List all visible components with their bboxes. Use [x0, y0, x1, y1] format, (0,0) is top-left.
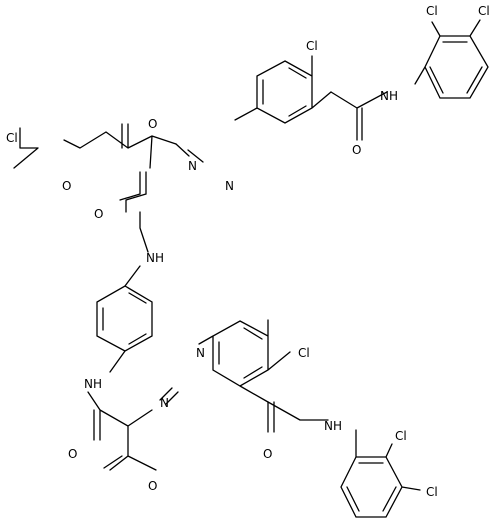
- ring-a-bonds: [414, 19, 489, 99]
- atom-o-ether: O: [62, 179, 71, 193]
- atom-n-3: N: [160, 396, 169, 410]
- atom-o-6: O: [263, 447, 272, 461]
- amide-upper-bonds: [119, 171, 149, 253]
- atom-labels: Cl Cl Cl NH O N N O Cl O O NH NH N N Cl …: [6, 4, 490, 499]
- atom-cl-2: Cl: [478, 4, 490, 18]
- atom-o-1: O: [352, 143, 361, 157]
- atom-cl-6: Cl: [395, 429, 407, 443]
- atom-o-5: O: [148, 479, 157, 493]
- amide-lower-bonds: [267, 401, 329, 433]
- atom-cl-5: Cl: [298, 346, 310, 360]
- ring-e-bonds: [340, 429, 421, 518]
- atom-cl-3: Cl: [306, 39, 318, 53]
- atom-cl-4: Cl: [6, 131, 18, 145]
- bonds: [13, 19, 489, 518]
- amide-a-bonds: [330, 91, 388, 141]
- atom-cl-1: Cl: [426, 4, 438, 18]
- atom-nh-3: NH: [84, 377, 102, 391]
- atom-nh-2: NH: [146, 251, 164, 265]
- upper-chain-bonds: [13, 123, 177, 169]
- azo-upper-bonds: [175, 143, 204, 163]
- azo-lower-bonds: [159, 387, 179, 405]
- atom-nh-4: NH: [324, 419, 342, 433]
- ring-b-bonds: [234, 55, 332, 124]
- atom-n-1: N: [225, 179, 234, 193]
- atom-o-2: O: [148, 117, 157, 131]
- atom-cl-7: Cl: [426, 485, 438, 499]
- atom-n-4: N: [196, 346, 205, 360]
- atom-n-2: N: [188, 159, 197, 173]
- lower-chain-bonds: [87, 391, 157, 471]
- atom-nh-1: NH: [380, 89, 398, 103]
- atom-o-4: O: [68, 447, 77, 461]
- atom-o-3: O: [94, 207, 103, 221]
- ring-d-bonds: [198, 319, 291, 403]
- ring-c-bonds: [96, 265, 153, 373]
